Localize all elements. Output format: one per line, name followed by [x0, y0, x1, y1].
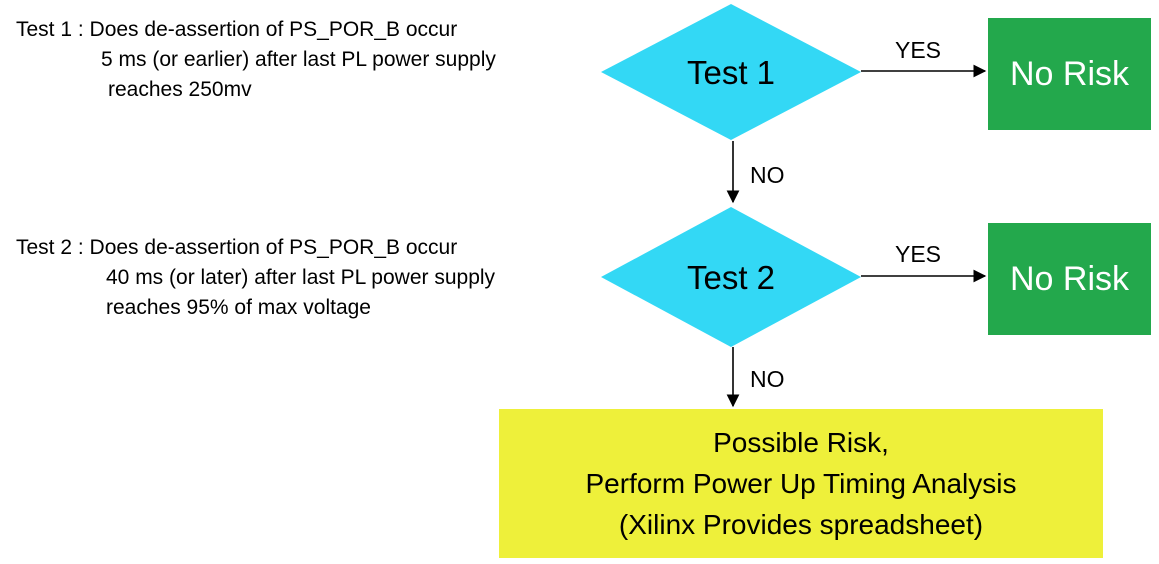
test2-description: Test 2 : Does de-assertion of PS_POR_B o… — [16, 233, 495, 323]
test1-no-risk-label: No Risk — [1009, 54, 1130, 93]
possible-risk-box: Possible Risk, Perform Power Up Timing A… — [499, 409, 1103, 558]
test2-yes-label: YES — [895, 241, 941, 267]
test1-decision-diamond — [601, 4, 861, 140]
test1-no-label: NO — [750, 162, 785, 188]
test2-description-line: reaches 95% of max voltage — [106, 296, 371, 319]
test1-decision-label: Test 1 — [687, 54, 775, 91]
test1-description-line: Test 1 : Does de-assertion of PS_POR_B o… — [16, 18, 458, 41]
test2-decision-diamond — [601, 207, 861, 347]
possible-risk-line: Possible Risk, — [713, 427, 889, 458]
test1-description-line: reaches 250mv — [108, 78, 252, 101]
test2-no-risk-label: No Risk — [1009, 259, 1130, 298]
test1-yes-label: YES — [895, 37, 941, 63]
test2-description-line: Test 2 : Does de-assertion of PS_POR_B o… — [16, 236, 458, 259]
test1-description-line: 5 ms (or earlier) after last PL power su… — [101, 48, 496, 71]
test2-no-risk-box: No Risk — [988, 223, 1151, 335]
possible-risk-line: (Xilinx Provides spreadsheet) — [618, 509, 984, 540]
test2-decision-label: Test 2 — [687, 259, 775, 296]
test1-description: Test 1 : Does de-assertion of PS_POR_B o… — [16, 15, 496, 105]
possible-risk-line: Perform Power Up Timing Analysis — [585, 468, 1017, 499]
test1-no-risk-box: No Risk — [988, 18, 1151, 130]
test2-no-label: NO — [750, 366, 785, 392]
test2-description-line: 40 ms (or later) after last PL power sup… — [106, 266, 496, 289]
